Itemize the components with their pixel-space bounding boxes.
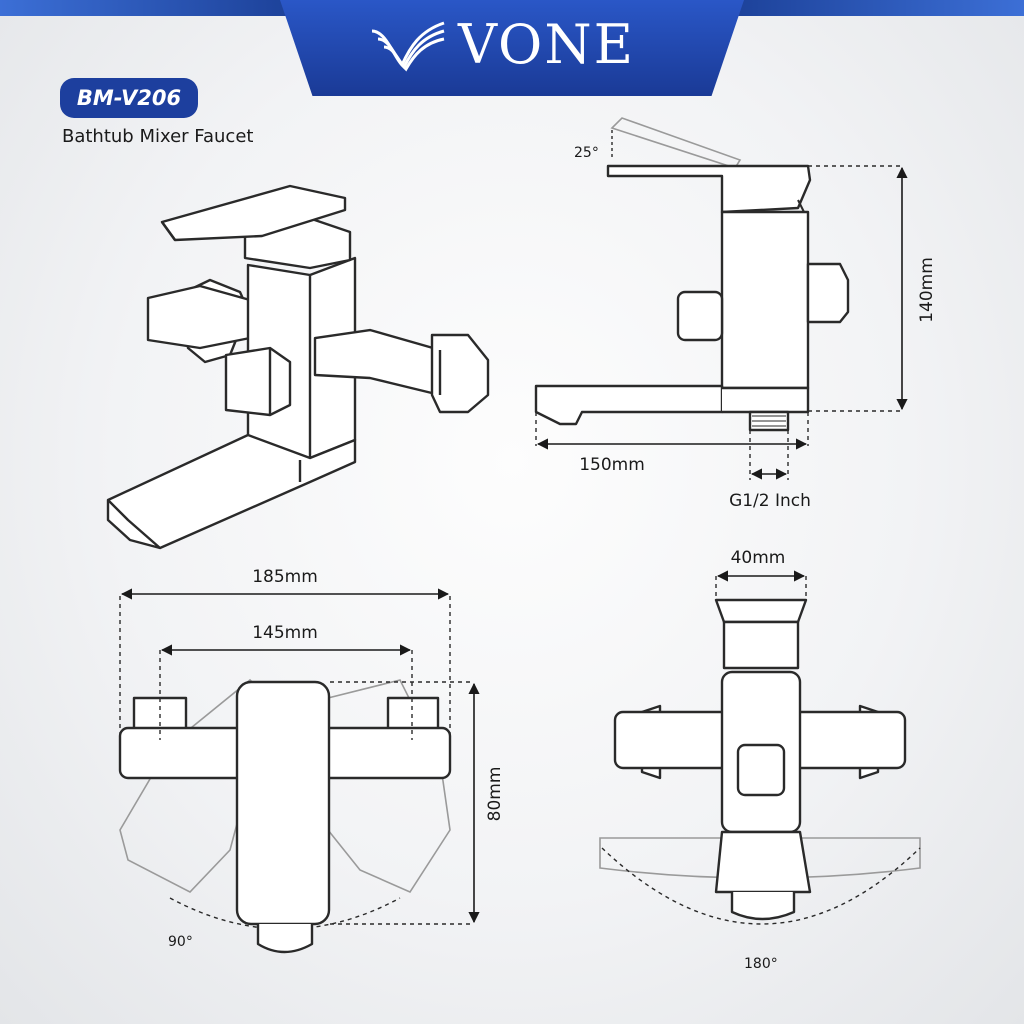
top-view: 90° 185mm 145mm 80mm — [118, 567, 505, 954]
body-40-label: 40mm — [731, 548, 786, 568]
side-view: 25° 140mm 150mm G1/2 Inch — [534, 117, 937, 511]
center-145-label: 145mm — [252, 623, 318, 643]
length-150-label: 150mm — [579, 455, 645, 475]
angle-25-label: 25° — [574, 145, 599, 161]
width-185-label: 185mm — [252, 567, 318, 587]
brand-logo: VONE — [368, 6, 635, 84]
product-name: Bathtub Mixer Faucet — [62, 126, 254, 147]
angle-90-label: 90° — [168, 934, 193, 950]
brand-name: VONE — [458, 13, 635, 76]
isometric-view — [106, 184, 490, 550]
thread-label: G1/2 Inch — [729, 491, 811, 511]
depth-80-label: 80mm — [485, 767, 505, 822]
angle-180-label: 180° — [744, 956, 778, 972]
front-view: 180° 40mm — [599, 548, 921, 972]
height-140-label: 140mm — [917, 257, 937, 323]
brand-header-tab — [280, 0, 744, 96]
wave-logo-icon — [371, 21, 445, 72]
model-badge: BM-V206 — [60, 78, 198, 118]
